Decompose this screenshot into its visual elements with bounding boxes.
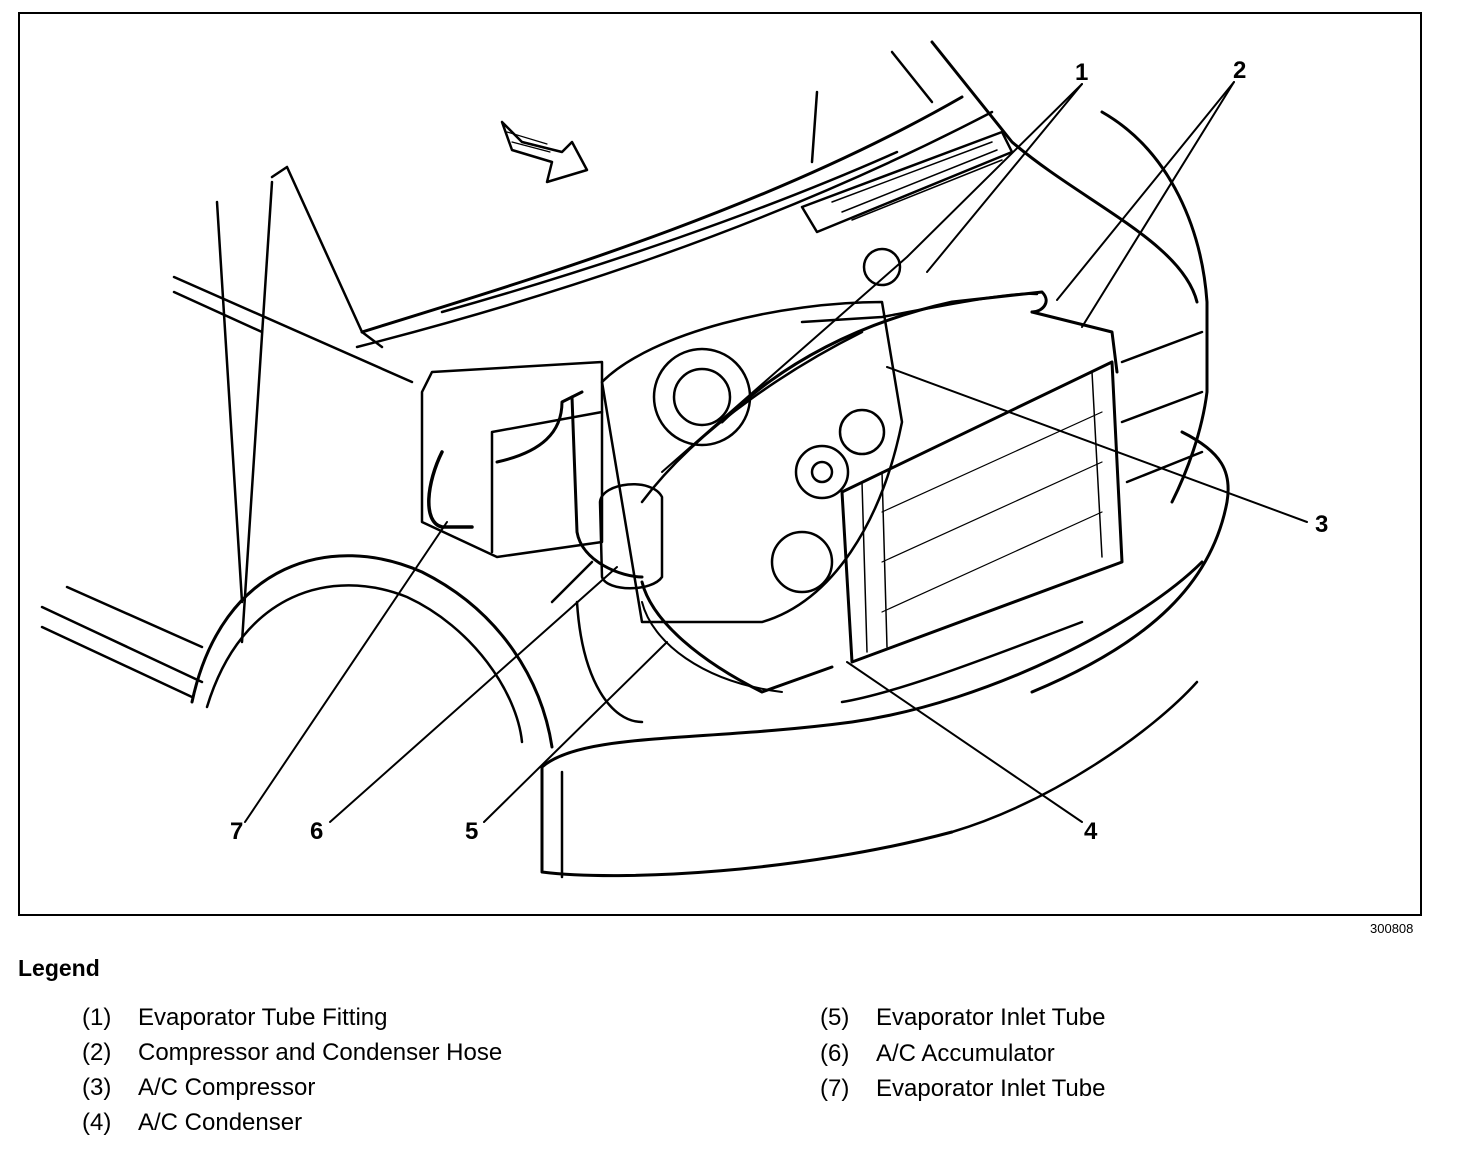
legend-item: (4) A/C Condenser <box>82 1109 302 1137</box>
legend-item-number: (1) <box>82 1004 112 1031</box>
figure-id: 300808 <box>1370 921 1414 936</box>
legend-item-label: A/C Condenser <box>138 1109 303 1136</box>
legend-item-number: (6) <box>820 1040 850 1067</box>
legend-title: Legend <box>18 955 100 981</box>
legend-item-number: (4) <box>82 1109 112 1136</box>
legend-item-label: A/C Compressor <box>138 1074 316 1101</box>
legend-item: (5) Evaporator Inlet Tube <box>820 1004 1105 1032</box>
callout-4: 4 <box>1084 818 1098 845</box>
legend-item: (1) Evaporator Tube Fitting <box>82 1004 387 1032</box>
legend-item-number: (7) <box>820 1075 850 1102</box>
legend-item: (2) Compressor and Condenser Hose <box>82 1039 502 1067</box>
legend-item-label: Evaporator Inlet Tube <box>876 1004 1106 1031</box>
legend-item-number: (5) <box>820 1004 850 1031</box>
callout-1: 1 <box>1075 59 1089 86</box>
legend-item: (6) A/C Accumulator <box>820 1040 1055 1068</box>
legend-item-label: Evaporator Inlet Tube <box>876 1075 1106 1102</box>
legend-item: (3) A/C Compressor <box>82 1074 315 1102</box>
callout-6: 6 <box>310 818 324 845</box>
callout-7: 7 <box>230 818 244 845</box>
legend-item-number: (2) <box>82 1039 112 1066</box>
diagram-frame: 1 2 3 4 5 6 7 <box>18 12 1422 916</box>
callout-3: 3 <box>1315 511 1329 538</box>
callout-2: 2 <box>1233 57 1247 84</box>
legend-item-number: (3) <box>82 1074 112 1101</box>
legend-item: (7) Evaporator Inlet Tube <box>820 1075 1105 1103</box>
legend-item-label: Compressor and Condenser Hose <box>138 1039 503 1066</box>
callout-5: 5 <box>465 818 479 845</box>
vehicle-illustration <box>40 40 1308 879</box>
legend-item-label: A/C Accumulator <box>876 1040 1055 1067</box>
legend-item-label: Evaporator Tube Fitting <box>138 1004 388 1031</box>
